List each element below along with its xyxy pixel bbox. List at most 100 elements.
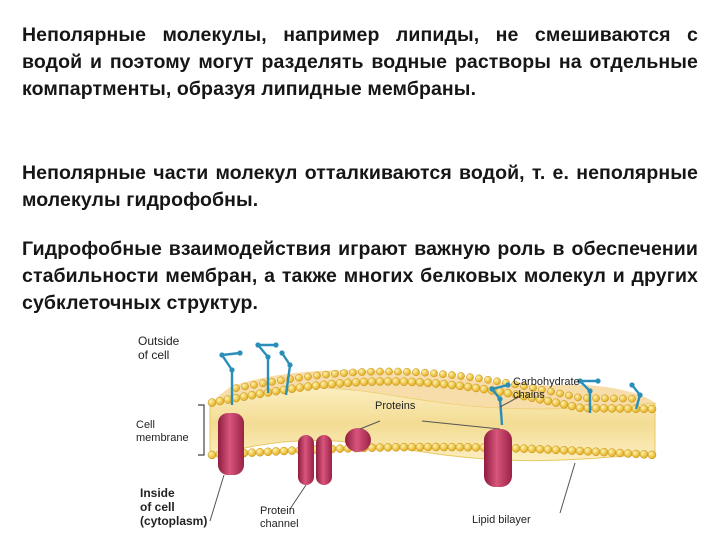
phospholipid-head (503, 388, 513, 398)
carbohydrate-chain (489, 383, 509, 426)
phospholipid-head (567, 401, 577, 411)
protein-2 (345, 428, 371, 452)
phospholipid-head (279, 446, 289, 456)
phospholipid-head (277, 376, 285, 385)
carbohydrate-chain (577, 379, 598, 413)
label-outside-2: of cell (138, 348, 169, 362)
phospholipid-head (412, 368, 420, 376)
phospholipid-head (543, 396, 553, 406)
phospholipid-head (394, 367, 402, 376)
phospholipid-head (415, 442, 425, 452)
phospholipid-head (575, 403, 585, 413)
phospholipid-head (407, 442, 417, 452)
phospholipid-head (471, 443, 481, 452)
phospholipid-head (376, 367, 384, 376)
phospholipid-head (535, 444, 545, 454)
phospholipid-head (423, 378, 433, 388)
sugar-unit (229, 367, 235, 373)
protein-1 (218, 413, 244, 475)
phospholipid-head (567, 446, 577, 455)
phospholipid-head (343, 378, 353, 388)
phospholipid-head (287, 384, 297, 393)
phospholipid-head (484, 375, 492, 384)
label-proteins: Proteins (375, 400, 416, 412)
paragraph-3: Гидрофобные взаимодействия играют важную… (22, 238, 698, 314)
phospholipid-head (431, 442, 441, 452)
phospholipid-head (430, 369, 438, 378)
sugar-unit (237, 350, 243, 356)
phospholipid-head (647, 404, 657, 414)
phospholipid-head (383, 377, 393, 386)
phospholipid-head (511, 444, 521, 453)
phospholipid-head (399, 377, 409, 386)
phospholipid-head (520, 382, 528, 390)
phospholipid-head (538, 385, 546, 394)
phospholipid-head (479, 384, 489, 394)
phospholipid-head (247, 390, 257, 400)
phospholipid-head (399, 442, 409, 452)
label-outside-1: Outside (138, 334, 180, 348)
phospholipid-head (335, 444, 345, 453)
phospholipid-head (255, 447, 265, 457)
membrane-bracket (198, 404, 205, 456)
phospholipid-head (295, 383, 305, 392)
phospholipid-head (447, 442, 457, 452)
sugar-unit (587, 388, 593, 394)
phospholipid-head (463, 442, 473, 452)
phospholipid-head (391, 377, 401, 386)
phospholipid-head (247, 448, 257, 457)
label-carbohydrate-1: Carbohydrate (513, 376, 580, 388)
phospholipid-head (559, 400, 569, 409)
carbohydrate-chain (219, 351, 241, 405)
phospholipid-head (607, 448, 617, 457)
phospholipid-head (601, 394, 609, 403)
phospholipid-head (335, 379, 345, 388)
phospholipid-head (255, 389, 265, 399)
phospholipid-head (439, 370, 447, 378)
phospholipid-head (319, 380, 329, 390)
label-inside-1: Inside (140, 486, 175, 500)
phospholipid-head (455, 381, 465, 391)
phospholipid-head (556, 389, 564, 398)
sugar-unit (629, 382, 635, 388)
phospholipid-head (327, 379, 337, 389)
phospholipid-head (271, 386, 281, 396)
phospholipid-head (610, 394, 618, 403)
phospholipid-head (583, 447, 593, 456)
phospholipid-head (615, 404, 625, 413)
sugar-unit (265, 354, 271, 360)
phospholipid-head (463, 382, 473, 392)
phospholipid-head (287, 446, 297, 455)
phospholipid-head (466, 373, 474, 381)
sugar-unit (279, 350, 285, 356)
phospholipid-head (331, 369, 339, 378)
phospholipid-head (592, 394, 600, 403)
phospholipid-head (239, 392, 249, 401)
phospholipid-head (628, 394, 636, 403)
phospholipid-head (271, 447, 281, 456)
phospholipid-head (591, 447, 601, 457)
phospholipid-head (259, 379, 267, 388)
sugar-unit (637, 392, 643, 398)
phospholipid-head (375, 443, 385, 452)
label-inside-2: of cell (140, 500, 175, 514)
phospholipid-head (607, 404, 617, 413)
phospholipid-head (304, 372, 312, 381)
leader-lines (209, 394, 576, 522)
phospholipid-head (207, 398, 217, 407)
phospholipid-head (551, 398, 561, 407)
phospholipid-head (311, 381, 321, 390)
phospholipid-head (574, 393, 582, 402)
phospholipid-head (303, 382, 313, 391)
phospholipid-head (421, 368, 429, 377)
phospholipid-head (547, 387, 555, 396)
paragraph-1: Неполярные молекулы, например липиды, не… (22, 24, 698, 100)
phospholipid-head (615, 448, 625, 458)
phospholipid-head (207, 450, 217, 460)
phospholipid-head (529, 384, 537, 392)
sugar-unit (287, 362, 293, 368)
phospholipid-head (268, 377, 276, 386)
phospholipid-head (511, 380, 519, 389)
phospholipid-head (519, 444, 529, 453)
label-lipid-bilayer: Lipid bilayer (472, 514, 531, 526)
